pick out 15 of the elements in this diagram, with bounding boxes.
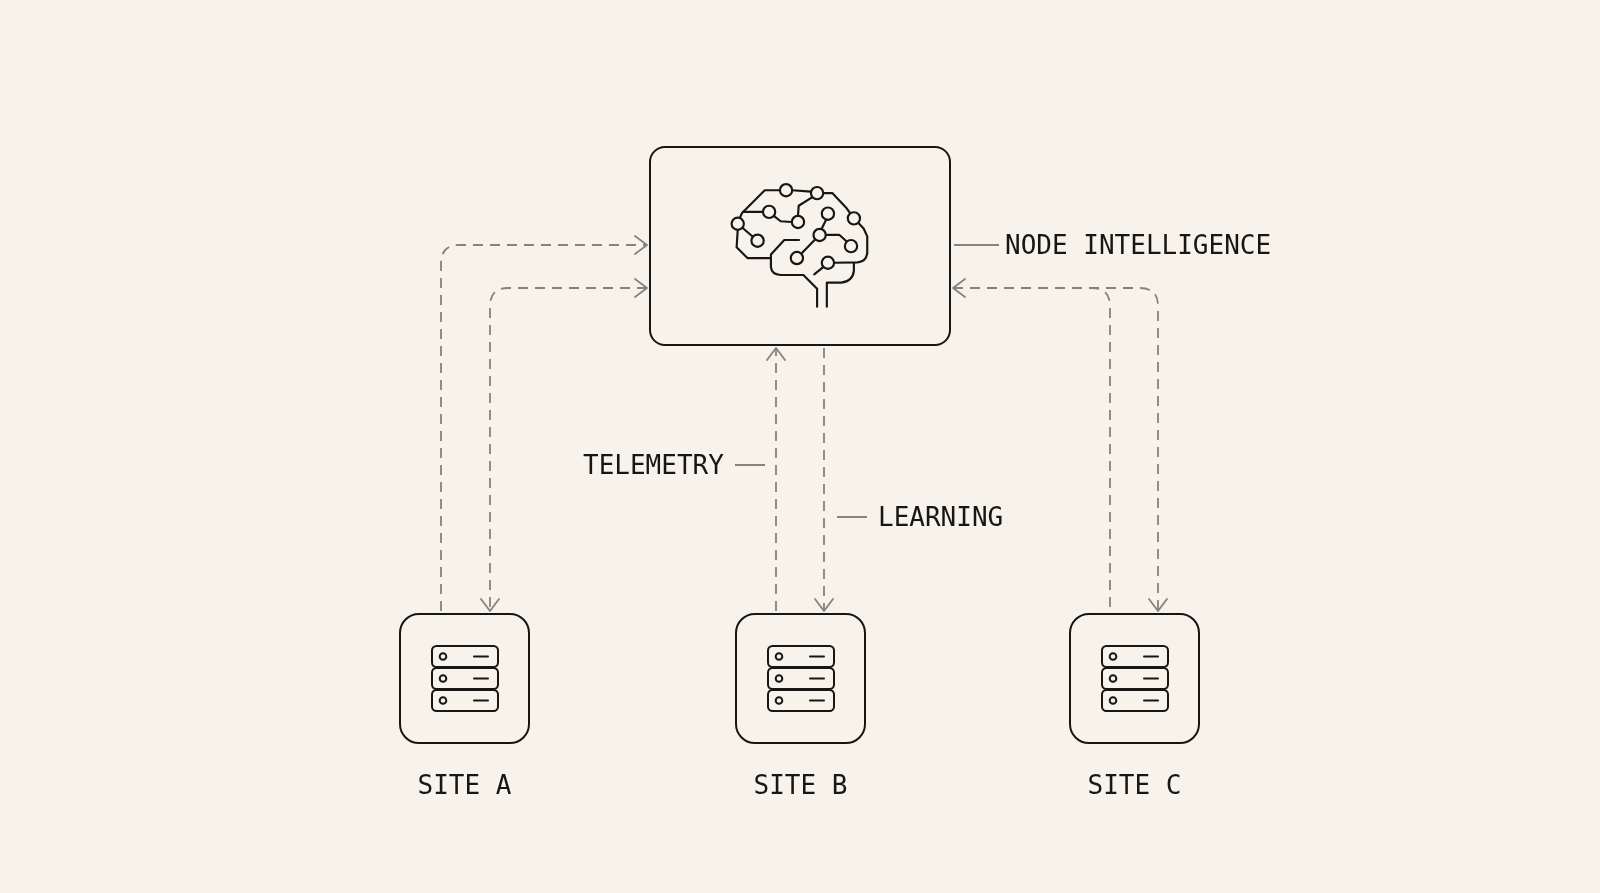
hub-card: [649, 146, 951, 346]
node-caption: NODE INTELLIGENCE: [1005, 230, 1272, 260]
dashed-arrow: [766, 347, 786, 612]
leader-line: [953, 244, 1000, 246]
site-card: [1069, 613, 1200, 744]
site-caption: SITE C: [1087, 770, 1182, 800]
edge-label: TELEMETRY: [583, 450, 724, 480]
edge-label: LEARNING: [878, 502, 1004, 532]
dashed-arrow: [480, 278, 648, 612]
dashed-arrow: [814, 347, 834, 612]
site-caption: SITE A: [417, 770, 512, 800]
dashed-arrow: [440, 235, 648, 612]
site-caption: SITE B: [753, 770, 848, 800]
site-card: [399, 613, 530, 744]
site-card: [735, 613, 866, 744]
